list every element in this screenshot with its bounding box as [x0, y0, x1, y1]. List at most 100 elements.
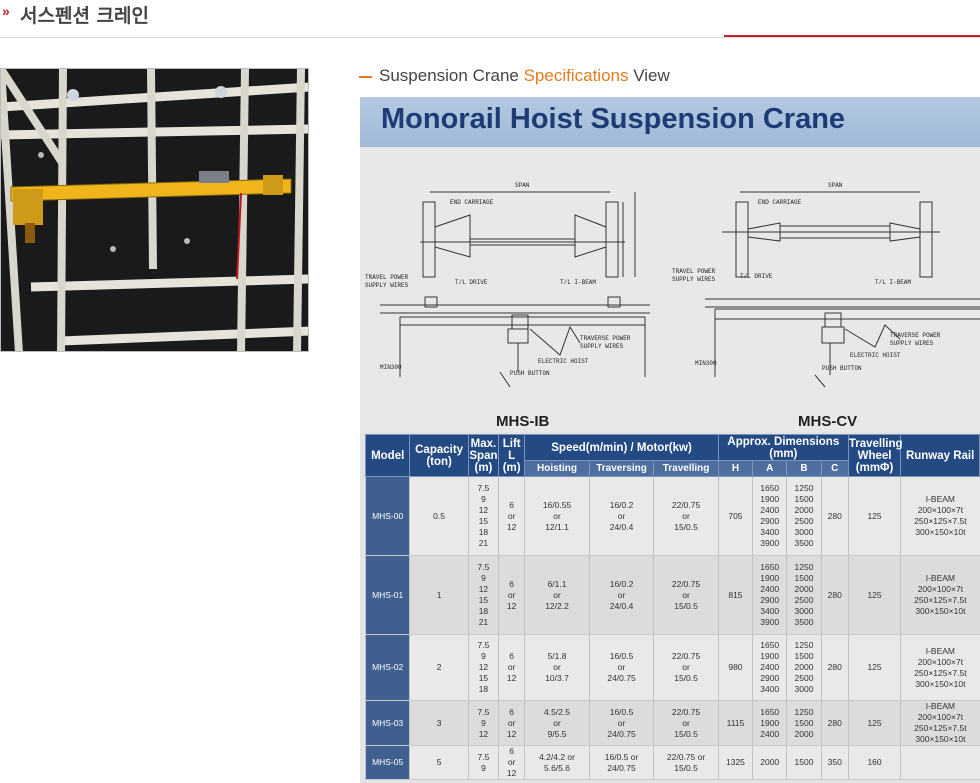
cell-line: 16/0.5 [609, 706, 634, 717]
cell-line: 3500 [794, 538, 814, 548]
cell-wheel: 125 [847, 634, 901, 701]
subheading-post: View [628, 66, 670, 85]
cell-line: or [617, 662, 626, 672]
th-h: H [717, 460, 754, 477]
cell-line: 3900 [760, 617, 780, 627]
cell-line: 300×150×10t [915, 678, 966, 689]
cell-line: or [553, 589, 561, 600]
diagram-label-supply-wires-2-right: SUPPLY WIRES [890, 340, 934, 347]
cell-line: 2500 [794, 595, 814, 605]
cell-line: 24/0.75 [607, 728, 636, 739]
cell-line: or [507, 510, 516, 521]
cell-line: 12 [506, 728, 517, 739]
cell-line: 1900 [760, 651, 780, 661]
cell-wheel: 160 [847, 745, 901, 780]
th-model: Model [364, 434, 411, 477]
cell-line: 12 [506, 768, 517, 778]
cell-line: 9 [481, 762, 486, 773]
th-hoisting: Hoisting [524, 460, 590, 477]
cell-line: 6/1.1 [547, 578, 567, 589]
cell-line: 16/0.5 [609, 651, 634, 661]
cell-c: 280 [820, 555, 849, 635]
cell-line: or [507, 662, 516, 672]
th-rail: Runway Rail [900, 434, 980, 477]
cell-line: 3000 [794, 606, 814, 616]
spec-title: Monorail Hoist Suspension Crane [381, 103, 846, 135]
cell-line: 16/0.2 [609, 578, 634, 589]
model-label-left: MHS-IB [496, 413, 550, 430]
cell-line: 3000 [794, 684, 814, 694]
cell-model: MHS-03 [364, 700, 410, 746]
cell-line: or [682, 510, 690, 521]
diagram-label-span: SPAN [515, 182, 530, 189]
cell-line: 7.5 [477, 483, 490, 493]
cell-line: 15/0.5 [674, 673, 698, 683]
chevron-icon: » [2, 3, 10, 19]
cell-line: or [682, 662, 690, 672]
th-span: Max. Span(m) [467, 434, 500, 477]
diagram-label-ta-ibeam-right: T/L I-BEAM [875, 279, 911, 286]
cell-line: 16/0.55 [542, 499, 572, 510]
cell-line: 1900 [760, 573, 780, 583]
cell-line: or [617, 589, 626, 600]
cell-line: 2000 [794, 662, 814, 672]
cell-line: 12 [478, 728, 489, 739]
cell-line: 6 [509, 651, 515, 661]
cell-line: 15 [478, 516, 489, 526]
cell-line: 200×100×7t [917, 712, 964, 722]
cell-line: 1650 [760, 640, 780, 650]
cell-line: 9 [481, 717, 486, 728]
cell-line: or [553, 717, 561, 728]
cell-line: 16/0.2 [609, 499, 634, 510]
cell-line: 7.5 [477, 706, 490, 717]
cell-line: 15/0.5 [674, 521, 698, 532]
cell-line: 5.6/5.6 [544, 762, 571, 773]
cell-line: 24/0.75 [607, 673, 636, 683]
th-travelling: Travelling [653, 460, 719, 477]
cell-line: 1250 [794, 483, 814, 493]
cell-h: 705 [717, 476, 753, 556]
cell-model: MHS-05 [364, 745, 410, 780]
th-lift: Lift L(m) [498, 434, 526, 477]
cell-line: 22/0.75 [671, 706, 701, 717]
cell-model: MHS-02 [364, 634, 410, 701]
cell-line: 21 [478, 617, 489, 627]
cell-capacity: 2 [409, 634, 469, 701]
cell-line: 2900 [760, 516, 780, 526]
cell-line: 1900 [760, 717, 780, 728]
cell-model: MHS-00 [364, 476, 410, 556]
cell-wheel: 125 [847, 476, 901, 556]
diagram-label-end-carriage-right: END CARRIAGE [758, 199, 802, 206]
cell-line: 24/0.4 [609, 521, 634, 532]
cell-line: 15/0.5 [674, 762, 698, 773]
cell-line: 22/0.75 or [666, 751, 706, 762]
cell-line: 5/1.8 [547, 651, 567, 661]
diagram-label-electric-hoist-right: ELECTRIC HOIST [850, 352, 901, 359]
page-title: 서스펜션 크레인 [20, 5, 149, 27]
cell-line: 250×125×7.5t [914, 667, 967, 678]
spec-sheet: Monorail Hoist Suspension Crane [360, 97, 980, 783]
cell-line: 7.5 [477, 751, 490, 762]
cell-line: 3400 [760, 684, 780, 694]
diagram-label-electric-hoist: ELECTRIC HOIST [538, 358, 589, 365]
diagram-label-travel-power-right: TRAVEL POWER [672, 268, 716, 275]
diagram-label-min300-right: MIN300 [695, 360, 717, 367]
cell-line: 3000 [794, 527, 814, 537]
cell-h: 815 [717, 555, 753, 635]
cell-line: 1650 [760, 483, 780, 493]
spec-table: Model Capacity(ton) Max. Span(m) Lift L(… [364, 434, 980, 780]
cell-line: 21 [478, 538, 489, 548]
